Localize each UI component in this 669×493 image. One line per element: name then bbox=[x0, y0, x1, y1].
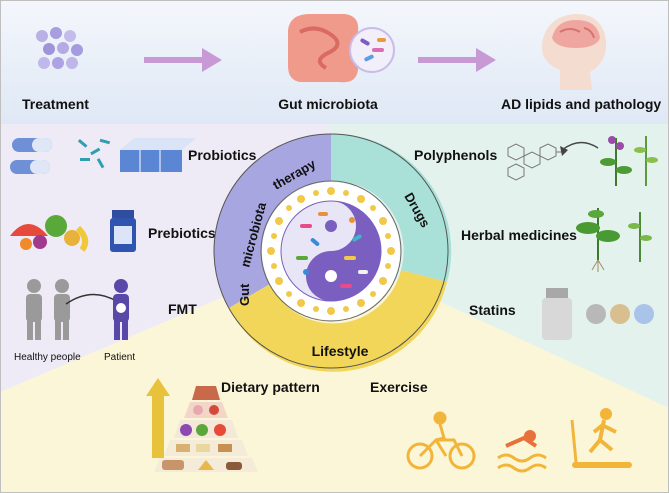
up-arrow-icon bbox=[146, 378, 170, 458]
supplement-bottle-icon bbox=[110, 210, 136, 252]
ring-outline bbox=[213, 133, 449, 369]
herb-plants-icon bbox=[600, 136, 658, 186]
patient-label: Patient bbox=[104, 352, 135, 363]
gut-microbiota-therapy-sector bbox=[214, 134, 331, 308]
polyphenols-label: Polyphenols bbox=[414, 147, 497, 163]
herbal-medicines-label: Herbal medicines bbox=[461, 227, 577, 243]
arrow-icon bbox=[418, 48, 496, 72]
arrow-icon bbox=[144, 48, 222, 72]
molecule-icon bbox=[507, 143, 566, 181]
gut-microbiota-label: Gut microbiota bbox=[278, 96, 378, 112]
treadmill-icon bbox=[570, 408, 632, 468]
bottom-panel bbox=[0, 251, 669, 493]
gold-dots-ring bbox=[267, 187, 395, 315]
exercise-label: Exercise bbox=[370, 379, 428, 395]
swimming-icon bbox=[497, 430, 547, 473]
yin-yang-light-eye bbox=[325, 270, 337, 282]
treatment-label: Treatment bbox=[22, 96, 89, 112]
cycling-icon bbox=[406, 411, 476, 470]
patient-icon bbox=[113, 279, 129, 340]
head-brain-icon bbox=[541, 14, 607, 90]
yin-yang-dark-half bbox=[306, 201, 381, 301]
dietary-pattern-label: Dietary pattern bbox=[221, 379, 320, 395]
bacteria-icon bbox=[77, 138, 111, 169]
yogurt-cups-icon bbox=[120, 138, 196, 172]
lifestyle-sector bbox=[229, 270, 447, 372]
tablets-icon bbox=[586, 304, 654, 324]
herbal-plant-icon bbox=[576, 208, 652, 272]
capsules-icon bbox=[10, 138, 52, 174]
curved-arrow bbox=[561, 141, 599, 151]
intestine-icon bbox=[288, 14, 395, 83]
ring-inner-outline bbox=[260, 180, 402, 322]
fruits-vegetables-icon bbox=[10, 215, 89, 252]
fmt-label: FMT bbox=[168, 301, 197, 317]
pills-icon bbox=[36, 27, 83, 69]
ad-lipids-label: AD lipids and pathology bbox=[501, 96, 661, 112]
bacteria-cluster-icon bbox=[296, 212, 368, 288]
arrowhead bbox=[560, 146, 568, 156]
healthy-people-label: Healthy people bbox=[14, 352, 81, 363]
healthy-people-icon bbox=[26, 279, 70, 340]
ring-label-lifestyle: Lifestyle bbox=[312, 343, 369, 359]
ring-label-gut: Gut bbox=[237, 283, 252, 306]
probiotics-label: Probiotics bbox=[188, 147, 257, 163]
drugs-sector bbox=[331, 133, 452, 282]
statins-label: Statins bbox=[469, 302, 516, 318]
yin-yang-dark-eye bbox=[325, 220, 337, 232]
food-pyramid-icon bbox=[154, 386, 258, 472]
prebiotics-label: Prebiotics bbox=[148, 225, 216, 241]
pill-bottle-icon bbox=[542, 288, 572, 340]
